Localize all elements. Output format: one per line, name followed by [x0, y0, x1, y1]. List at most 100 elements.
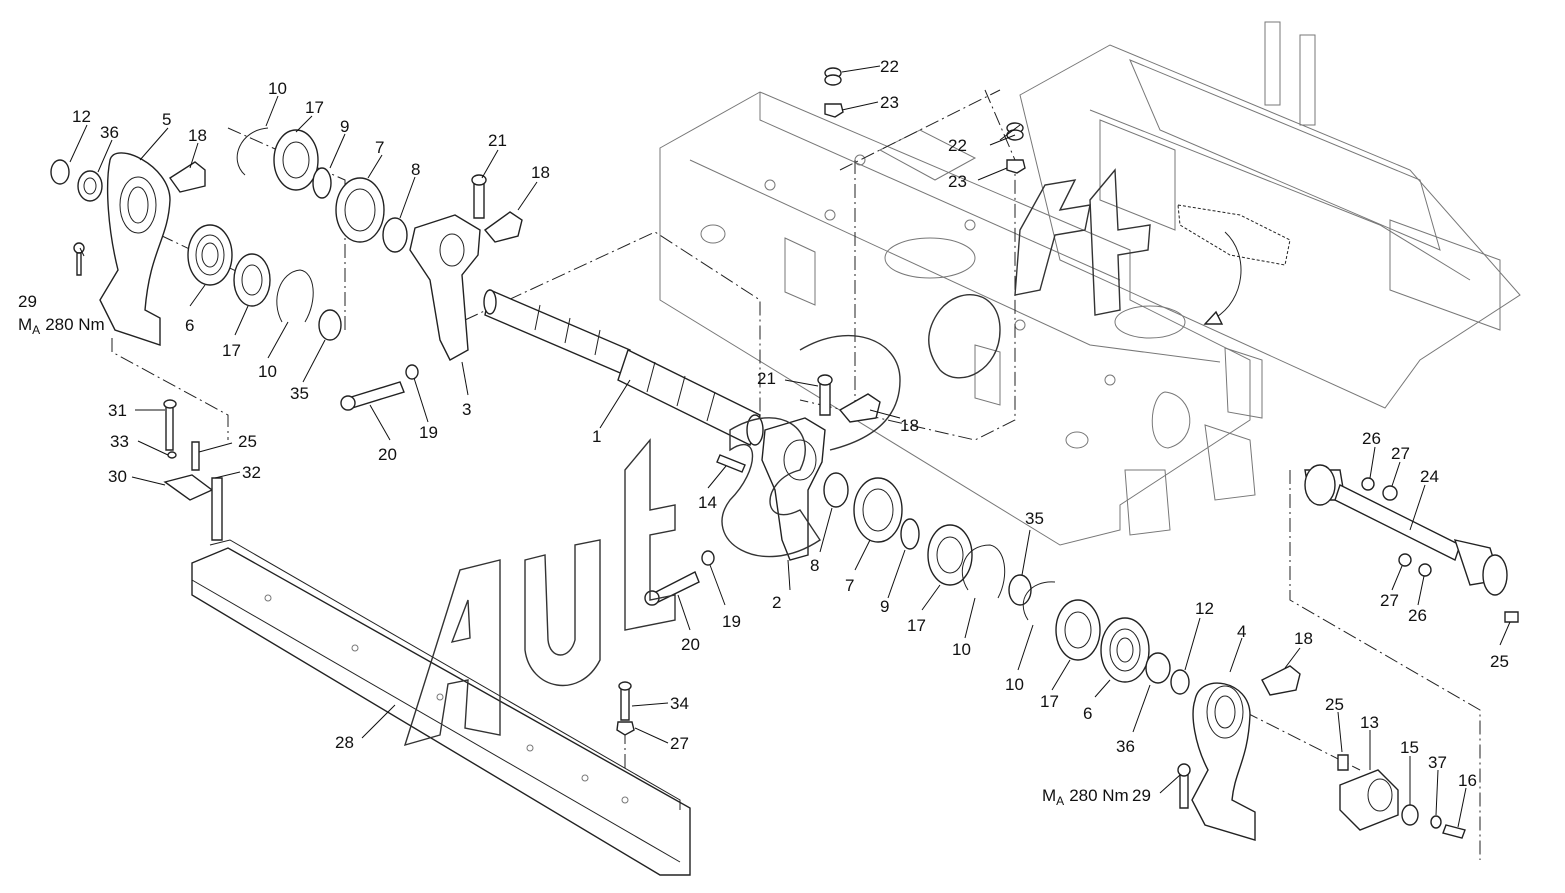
sensor-18-right	[838, 393, 881, 423]
washer-36-right	[1145, 652, 1171, 684]
callout-9-left: 9	[340, 117, 349, 136]
callout-37: 37	[1428, 753, 1447, 772]
callout-29-right: 29	[1132, 786, 1151, 805]
callout-30: 30	[108, 467, 127, 486]
callout-28: 28	[335, 733, 354, 752]
sensor-18-mid	[483, 211, 523, 243]
sensor-18-left	[169, 161, 206, 193]
main-frame	[659, 91, 1263, 546]
seal-17-right-lower	[1055, 599, 1101, 661]
callout-22-top: 22	[880, 57, 899, 76]
seal-17-left-upper	[273, 129, 319, 191]
bolt-25-shaft	[1504, 611, 1519, 623]
key-14	[716, 454, 746, 473]
callout-12-left: 12	[72, 107, 91, 126]
circlip-12-right	[1170, 669, 1190, 695]
nut-23-right	[1006, 159, 1026, 174]
callout-6-right: 6	[1083, 704, 1092, 723]
bearing-6-right	[1100, 617, 1150, 683]
callout-25-shaft: 25	[1490, 652, 1509, 671]
circlip-10-right-lower	[1022, 581, 1056, 621]
seal-17-right-upper	[927, 524, 973, 586]
callout-4: 4	[1237, 622, 1246, 641]
callout-21-left: 21	[488, 131, 507, 150]
callout-10-bottom-left: 10	[258, 362, 277, 381]
rail-assembly	[163, 399, 691, 876]
callout-6-left: 6	[185, 316, 194, 335]
callout-15: 15	[1400, 738, 1419, 757]
washer-19-left	[405, 364, 419, 380]
callout-21-right: 21	[757, 369, 776, 388]
leader-lines	[69, 65, 1511, 828]
callout-5: 5	[162, 110, 171, 129]
callout-12-right: 12	[1195, 599, 1214, 618]
right-bearing-assembly	[644, 374, 1466, 841]
watermark-autosoft	[403, 168, 1151, 747]
bolt-34	[620, 687, 630, 721]
callout-35-right: 35	[1025, 509, 1044, 528]
bracket-2	[761, 417, 826, 561]
callout-17-lower-right: 17	[1040, 692, 1059, 711]
circlip-10-left-lower	[276, 269, 314, 323]
callout-19-right: 19	[722, 612, 741, 631]
callout-29-left: 29	[18, 292, 37, 311]
callout-26-lower: 26	[1408, 606, 1427, 625]
bolt-25-plate	[191, 441, 200, 471]
callout-27-lower: 27	[1380, 591, 1399, 610]
callout-1: 1	[592, 427, 601, 446]
callout-35-left: 35	[290, 384, 309, 403]
callout-23-right: 23	[948, 172, 967, 191]
callout-19-left: 19	[419, 423, 438, 442]
callout-23-top: 23	[880, 93, 899, 112]
pin-33	[167, 451, 177, 459]
sensor-18-far-right	[1261, 665, 1301, 696]
bracket-3	[409, 214, 481, 361]
top-fasteners	[824, 67, 1026, 174]
seal-17-left-lower	[233, 253, 271, 307]
callout-25-hub: 25	[1325, 695, 1344, 714]
callout-14: 14	[698, 493, 717, 512]
callout-2: 2	[772, 593, 781, 612]
post-32	[211, 477, 223, 541]
washer-19-right	[701, 550, 715, 566]
ring-8-left	[382, 217, 408, 253]
disc-15	[1401, 804, 1419, 826]
callout-20-right: 20	[681, 635, 700, 654]
nut-27-rail	[616, 721, 635, 736]
left-bearing-assembly	[50, 127, 523, 411]
ring-35-right	[1008, 574, 1032, 606]
bearing-7-left	[335, 177, 385, 243]
callout-24: 24	[1420, 467, 1439, 486]
callout-34: 34	[670, 694, 689, 713]
callout-18-left: 18	[188, 126, 207, 145]
bolt-21-left	[473, 181, 485, 219]
rail-28	[191, 547, 691, 876]
callout-36-right: 36	[1116, 737, 1135, 756]
callout-10-lower-right: 10	[1005, 675, 1024, 694]
callout-22-right: 22	[948, 136, 967, 155]
callout-7-right: 7	[845, 576, 854, 595]
callout-18-far-right: 18	[1294, 629, 1313, 648]
circlip-10-right-upper	[961, 544, 1006, 599]
callout-17-mid-right: 17	[907, 616, 926, 635]
ring-9-left	[312, 167, 332, 199]
plate-30	[163, 474, 214, 501]
callout-8-left: 8	[411, 160, 420, 179]
washer-37	[1430, 815, 1442, 829]
callout-18-mid: 18	[531, 163, 550, 182]
callout-36-left: 36	[100, 123, 119, 142]
callout-32: 32	[242, 463, 261, 482]
callout-31: 31	[108, 401, 127, 420]
bearing-7-right	[853, 477, 903, 543]
bearing-housing-5	[99, 152, 171, 346]
callout-3: 3	[462, 400, 471, 419]
circlip-12-left	[50, 159, 70, 185]
machine-overview	[1019, 21, 1521, 409]
callout-16: 16	[1458, 771, 1477, 790]
main-shaft-1	[483, 289, 764, 473]
ring-9-right	[900, 518, 920, 550]
bolt-29-right	[1179, 771, 1189, 809]
